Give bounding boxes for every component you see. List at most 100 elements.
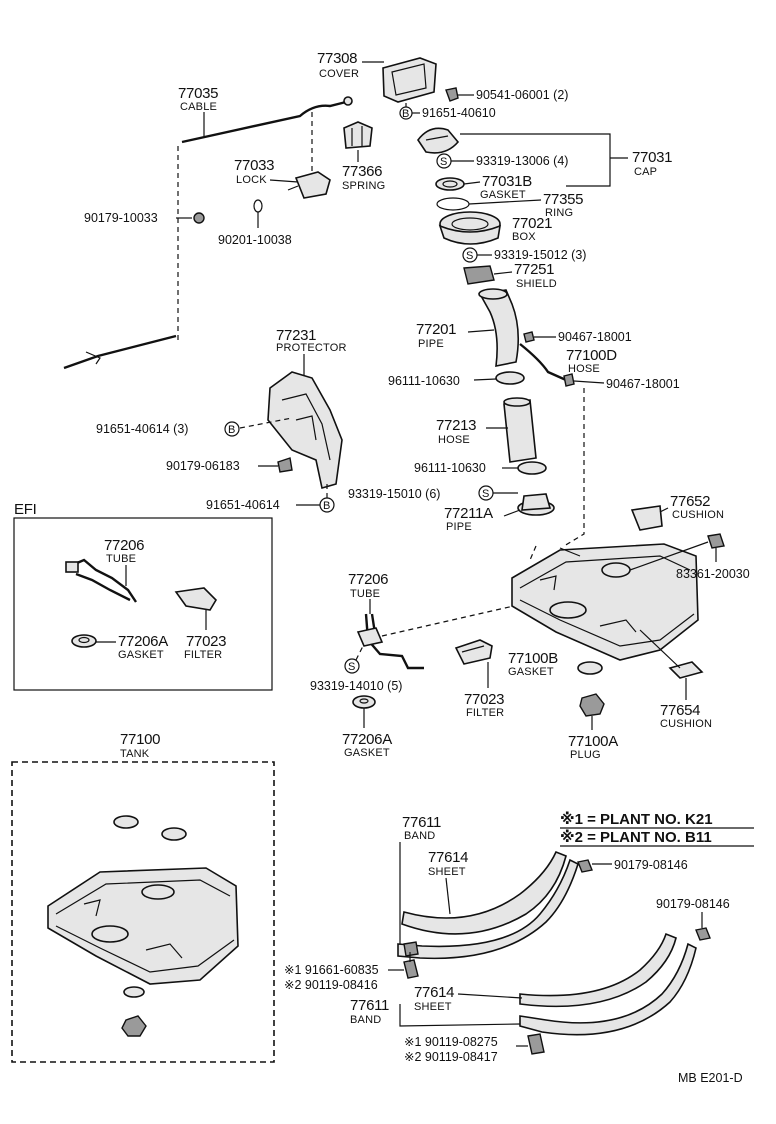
spring-part[interactable] xyxy=(343,121,373,149)
band-top-part[interactable] xyxy=(397,850,579,960)
fastener-90179-08146-lower: 90179-08146 xyxy=(656,897,730,911)
fastener-93319-15012: 93319-15012 (3) xyxy=(494,248,586,262)
cushion-top-part[interactable] xyxy=(630,505,663,531)
hose-number: 77213 xyxy=(436,417,476,434)
filler-pipe-part[interactable] xyxy=(478,288,520,368)
svg-text:S: S xyxy=(348,661,356,673)
cable-part[interactable] xyxy=(63,96,353,370)
cap-label: CAP xyxy=(634,166,657,178)
cap-part[interactable] xyxy=(417,127,460,154)
clip-part[interactable] xyxy=(445,87,459,102)
band-bot-number: 77611 xyxy=(350,997,389,1014)
filter-part[interactable] xyxy=(454,639,493,665)
gasket-cap-number: 77031B xyxy=(482,173,532,190)
pipe-label: PIPE xyxy=(418,338,444,350)
sheet-top-label: SHEET xyxy=(428,866,466,878)
sheet-bot-label: SHEET xyxy=(414,1001,452,1013)
pipe-a-number: 77211A xyxy=(444,505,493,522)
pipe-number: 77201 xyxy=(416,321,456,338)
tank-gasket-2[interactable] xyxy=(161,827,187,841)
fastener-90179-10033: 90179-10033 xyxy=(84,211,158,225)
efi-filter-number: 77023 xyxy=(186,633,226,650)
fastener-96111-10630-upper: 96111-10630 xyxy=(388,374,460,388)
tank-part[interactable] xyxy=(47,867,239,985)
lock-part[interactable] xyxy=(287,171,331,199)
efi-gasket-number: 77206A xyxy=(118,633,168,650)
fastener-83361-20030: 83361-20030 xyxy=(676,567,750,581)
ring-number: 77355 xyxy=(543,191,583,208)
ring-part[interactable] xyxy=(436,197,470,211)
cushion-bot-label: CUSHION xyxy=(660,718,712,730)
gasket-a-part[interactable] xyxy=(352,695,376,709)
pipe-a-label: PIPE xyxy=(446,521,472,533)
box-part[interactable] xyxy=(438,211,502,245)
band-top-label: BAND xyxy=(404,830,435,842)
hose-part[interactable] xyxy=(503,397,537,463)
gasket-b-label: GASKET xyxy=(508,666,554,678)
fastener-90541-06001: 90541-06001 (2) xyxy=(476,88,568,102)
cover-part[interactable] xyxy=(382,57,437,103)
hose-d-label: HOSE xyxy=(568,363,600,375)
shield-number: 77251 xyxy=(514,261,554,278)
sheet-top-number: 77614 xyxy=(428,849,468,866)
lock-label: LOCK xyxy=(236,174,267,186)
efi-tube-label: TUBE xyxy=(106,553,136,565)
fastener-90119-08416: ※2 90119-08416 xyxy=(284,978,378,992)
sheet-bot-number: 77614 xyxy=(414,984,454,1001)
efi-gasket-label: GASKET xyxy=(118,649,164,661)
protector-part[interactable] xyxy=(267,371,343,490)
fastener-91651-40610: 91651-40610 xyxy=(422,106,496,120)
tube-label: TUBE xyxy=(350,588,380,600)
hose-label: HOSE xyxy=(438,434,470,446)
fastener-90119-08417: ※2 90119-08417 xyxy=(404,1050,498,1064)
plug-part[interactable] xyxy=(579,693,605,717)
spring-number: 77366 xyxy=(342,163,382,180)
efi-filter-part[interactable] xyxy=(174,587,218,611)
fastener-91651-40614-3: 91651-40614 (3) xyxy=(96,422,188,436)
hose-d-number: 77100D xyxy=(566,347,617,364)
cover-number: 77308 xyxy=(317,50,357,67)
tank-gasket[interactable] xyxy=(113,815,139,829)
efi-title: EFI xyxy=(14,501,36,518)
shield-part[interactable] xyxy=(463,265,495,285)
efi-gasket-part[interactable] xyxy=(71,634,97,648)
gasket-a-label: GASKET xyxy=(344,747,390,759)
gasket-cap-part[interactable] xyxy=(435,177,465,191)
svg-text:S: S xyxy=(440,156,448,168)
cover-label: COVER xyxy=(319,68,359,80)
tank-plug[interactable] xyxy=(121,1015,147,1037)
fastener-91661-60835: ※1 91661-60835 xyxy=(284,963,379,977)
fastener-90179-08146-upper: 90179-08146 xyxy=(614,858,688,872)
legend-plant2: ※2 = PLANT NO. B11 xyxy=(560,828,712,846)
band-bot-part[interactable] xyxy=(519,932,697,1036)
cushion-bot-number: 77654 xyxy=(660,702,700,719)
tank-assembly-box xyxy=(11,761,275,1063)
gasket-a-number: 77206A xyxy=(342,731,392,748)
inlet-pipe-part[interactable] xyxy=(517,493,555,516)
diagram-code: MB E201-D xyxy=(678,1071,743,1085)
b-symbol-text: B xyxy=(402,108,410,120)
gasket-b-part[interactable] xyxy=(577,661,603,675)
tank-number: 77100 xyxy=(120,731,160,748)
svg-text:S: S xyxy=(482,488,490,500)
spring-label: SPRING xyxy=(342,180,385,192)
cap-number: 77031 xyxy=(632,149,672,166)
efi-tube-part[interactable] xyxy=(65,558,137,603)
filter-number: 77023 xyxy=(464,691,504,708)
svg-text:B: B xyxy=(228,424,236,436)
plug-label: PLUG xyxy=(570,749,601,761)
fastener-90467-18001-lower: 90467-18001 xyxy=(606,377,680,391)
tank-gasket-3[interactable] xyxy=(123,986,145,998)
fuel-tank-assembly[interactable] xyxy=(511,543,699,661)
band-top-number: 77611 xyxy=(402,814,441,831)
tube-part[interactable] xyxy=(356,613,424,670)
cushion-bot-part[interactable] xyxy=(668,661,704,679)
svg-text:S: S xyxy=(466,250,474,262)
breather-hose-part[interactable] xyxy=(519,331,575,387)
protector-number: 77231 xyxy=(276,327,316,344)
box-number: 77021 xyxy=(512,215,552,232)
tank-label: TANK xyxy=(120,748,150,760)
band-bot-label: BAND xyxy=(350,1014,381,1026)
gasket-cap-label: GASKET xyxy=(480,189,526,201)
